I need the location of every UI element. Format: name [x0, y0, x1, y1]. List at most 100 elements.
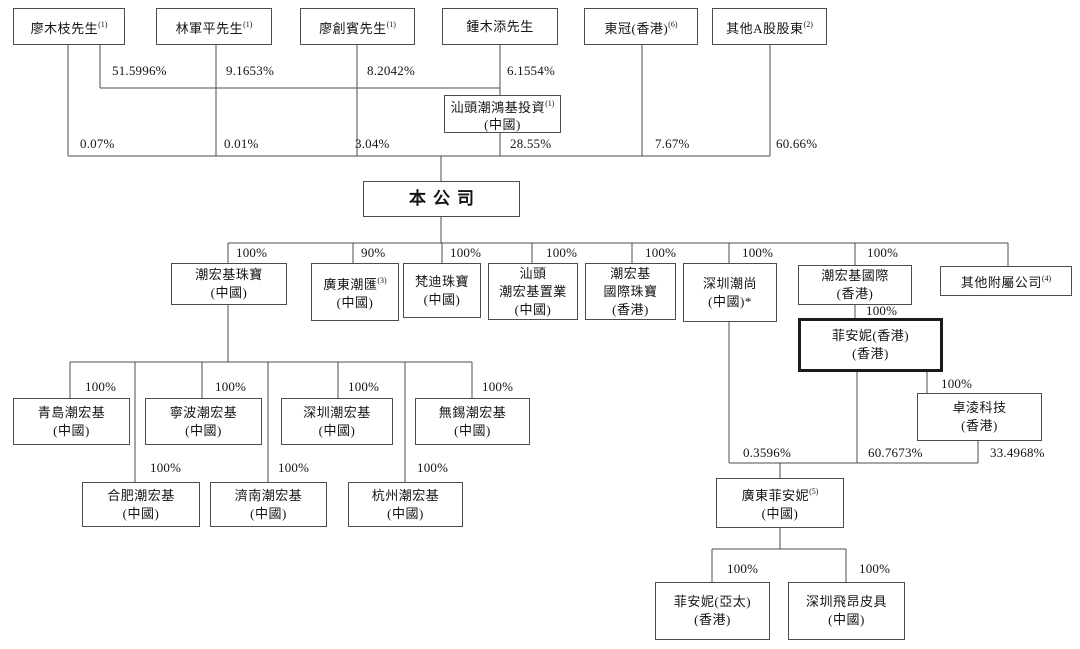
pct-gdfion-from-fionhk: 60.7673% — [868, 445, 923, 460]
node-title: 汕頭潮鴻基投資 — [450, 100, 546, 115]
node-title: 梵迪珠寶 — [414, 273, 469, 289]
footnote-ref: (3) — [377, 276, 387, 285]
node-label: 其他A股股東(2) — [726, 16, 813, 38]
node-region: (中國) — [336, 295, 374, 310]
node-region: (中國) — [761, 506, 799, 521]
node-hangzhou-chj: 杭州潮宏基 (中國) — [348, 482, 463, 527]
node-hefei-chj: 合肥潮宏基 (中國) — [82, 482, 200, 527]
node-region: (中國) — [122, 505, 160, 521]
node-region: (中國) — [318, 422, 356, 438]
node-title: 深圳潮宏基 — [303, 404, 371, 420]
node-zhong-mu-tian: 鍾木添先生 — [442, 8, 558, 45]
node-shantou-chaohongji-investment: 汕頭潮鴻基投資(1) (中國) — [444, 95, 561, 133]
node-title: 潮宏基國際 — [821, 268, 889, 283]
node-title: 深圳潮尚 — [702, 275, 757, 291]
pct-fion-hk: 100% — [866, 303, 898, 318]
pct-hefei: 100% — [150, 460, 182, 475]
node-title-2: 國際珠寶 — [603, 283, 658, 299]
footnote-ref: (1) — [243, 19, 253, 29]
node-the-company: 本公司 — [363, 181, 520, 217]
footnote-ref: (6) — [668, 19, 678, 29]
node-label: 其他附屬公司(4) — [961, 270, 1051, 292]
node-title: 廣東菲安妮 — [741, 488, 810, 503]
node-region: (中國) — [484, 117, 521, 132]
node-qingdao-chj: 青島潮宏基 (中國) — [13, 398, 130, 445]
node-region: (中國) — [210, 285, 248, 300]
node-title: 合肥潮宏基 — [107, 487, 175, 503]
pct-fandi: 100% — [450, 245, 482, 260]
node-title: 菲安妮(香港) — [831, 328, 910, 343]
node-region: (中國) — [185, 422, 222, 438]
node-dong-guan-hk: 東冠(香港)(6) — [584, 8, 698, 45]
node-region: (中國) — [250, 505, 287, 521]
footnote-ref: (1) — [98, 19, 108, 29]
node-region: (香港) — [612, 301, 649, 317]
footnote-ref: (1) — [545, 99, 555, 108]
node-region: (中國) — [514, 301, 552, 317]
node-region: (中國) — [423, 291, 461, 307]
pct-gdfion-from-zhuoling: 33.4968% — [990, 445, 1045, 460]
node-title: 廣東潮匯 — [323, 277, 378, 292]
node-title-2: 潮宏基置業 — [499, 283, 567, 299]
pct-ningbo: 100% — [215, 379, 247, 394]
node-shenzhen-chj: 深圳潮宏基 (中國) — [281, 398, 393, 445]
pct-guangdong-chaohui: 90% — [361, 245, 386, 260]
pct-shantou-property: 100% — [546, 245, 578, 260]
pct-invest-liaomuzhi: 51.5996% — [112, 63, 167, 78]
node-label: 鍾木添先生 — [466, 18, 534, 36]
node-label: 廣東菲安妮(5) — [742, 483, 819, 505]
node-other-a-shareholders: 其他A股股東(2) — [712, 8, 827, 45]
node-title: 本公司 — [409, 189, 481, 208]
node-fandi-jewellery: 梵迪珠寶 (中國) — [403, 263, 481, 318]
pct-jinan: 100% — [278, 460, 310, 475]
node-title: 廖創賓先生 — [319, 20, 387, 36]
node-region: (香港) — [694, 612, 731, 627]
pct-shenzhen-chaoshang: 100% — [742, 245, 774, 260]
node-ningbo-chj: 寧波潮宏基 (中國) — [145, 398, 262, 445]
node-title: 無錫潮宏基 — [438, 404, 507, 420]
node-chj-international: 潮宏基國際 (香港) — [798, 265, 912, 305]
node-lin-jun-ping: 林軍平先生(1) — [156, 8, 272, 45]
node-wuxi-chj: 無錫潮宏基 (中國) — [415, 398, 530, 445]
node-region: (香港) — [961, 418, 998, 433]
node-label: 廣東潮匯(3) — [323, 272, 386, 294]
pct-invest-linjunping: 9.1653% — [226, 63, 274, 78]
pct-chj-jewellery: 100% — [236, 245, 268, 260]
node-guangdong-chaohui: 廣東潮匯(3) (中國) — [311, 263, 399, 321]
pct-company-other-a: 60.66% — [776, 136, 818, 151]
node-shantou-chj-property: 汕頭 潮宏基置業 (中國) — [488, 263, 578, 320]
node-region: (中國) — [53, 422, 90, 438]
node-fion-hong-kong: 菲安妮(香港) (香港) — [798, 318, 943, 372]
node-zhuoling-technology: 卓淩科技 (香港) — [917, 393, 1042, 441]
node-title: 寧波潮宏基 — [169, 404, 238, 420]
pct-shenzhen-feiang: 100% — [859, 561, 891, 576]
node-title: 林軍平先生 — [175, 20, 244, 36]
footnote-ref: (5) — [809, 487, 819, 496]
node-title: 青島潮宏基 — [37, 404, 106, 420]
node-title: 潮宏基 — [610, 265, 651, 281]
node-region: (中國) — [828, 612, 865, 627]
pct-qingdao: 100% — [85, 379, 117, 394]
pct-intl-jewellery: 100% — [645, 245, 677, 260]
pct-company-liaochuangbin: 3.04% — [355, 136, 390, 151]
node-region: (香港) — [836, 286, 874, 301]
node-label: 廖創賓先生(1) — [319, 16, 396, 38]
node-label: 汕頭潮鴻基投資(1) — [451, 95, 555, 116]
node-label: 東冠(香港)(6) — [605, 16, 678, 38]
pct-invest-zhongmutian: 6.1554% — [507, 63, 555, 78]
pct-zhuoling: 100% — [941, 376, 973, 391]
pct-invest-liaochuangbin: 8.2042% — [367, 63, 415, 78]
footnote-ref: (4) — [1041, 274, 1052, 283]
footnote-ref: (2) — [803, 19, 813, 29]
node-region: (香港) — [852, 346, 889, 361]
pct-hangzhou: 100% — [417, 460, 449, 475]
node-label: 林軍平先生(1) — [176, 16, 253, 38]
pct-company-shantou-invest: 28.55% — [510, 136, 552, 151]
pct-fion-ap: 100% — [727, 561, 759, 576]
node-title: 鍾木添先生 — [466, 18, 534, 34]
node-title: 杭州潮宏基 — [371, 487, 440, 503]
node-fion-asia-pacific: 菲安妮(亞太) (香港) — [655, 582, 770, 640]
pct-company-dongguan: 7.67% — [655, 136, 690, 151]
node-title: 濟南潮宏基 — [234, 487, 303, 503]
